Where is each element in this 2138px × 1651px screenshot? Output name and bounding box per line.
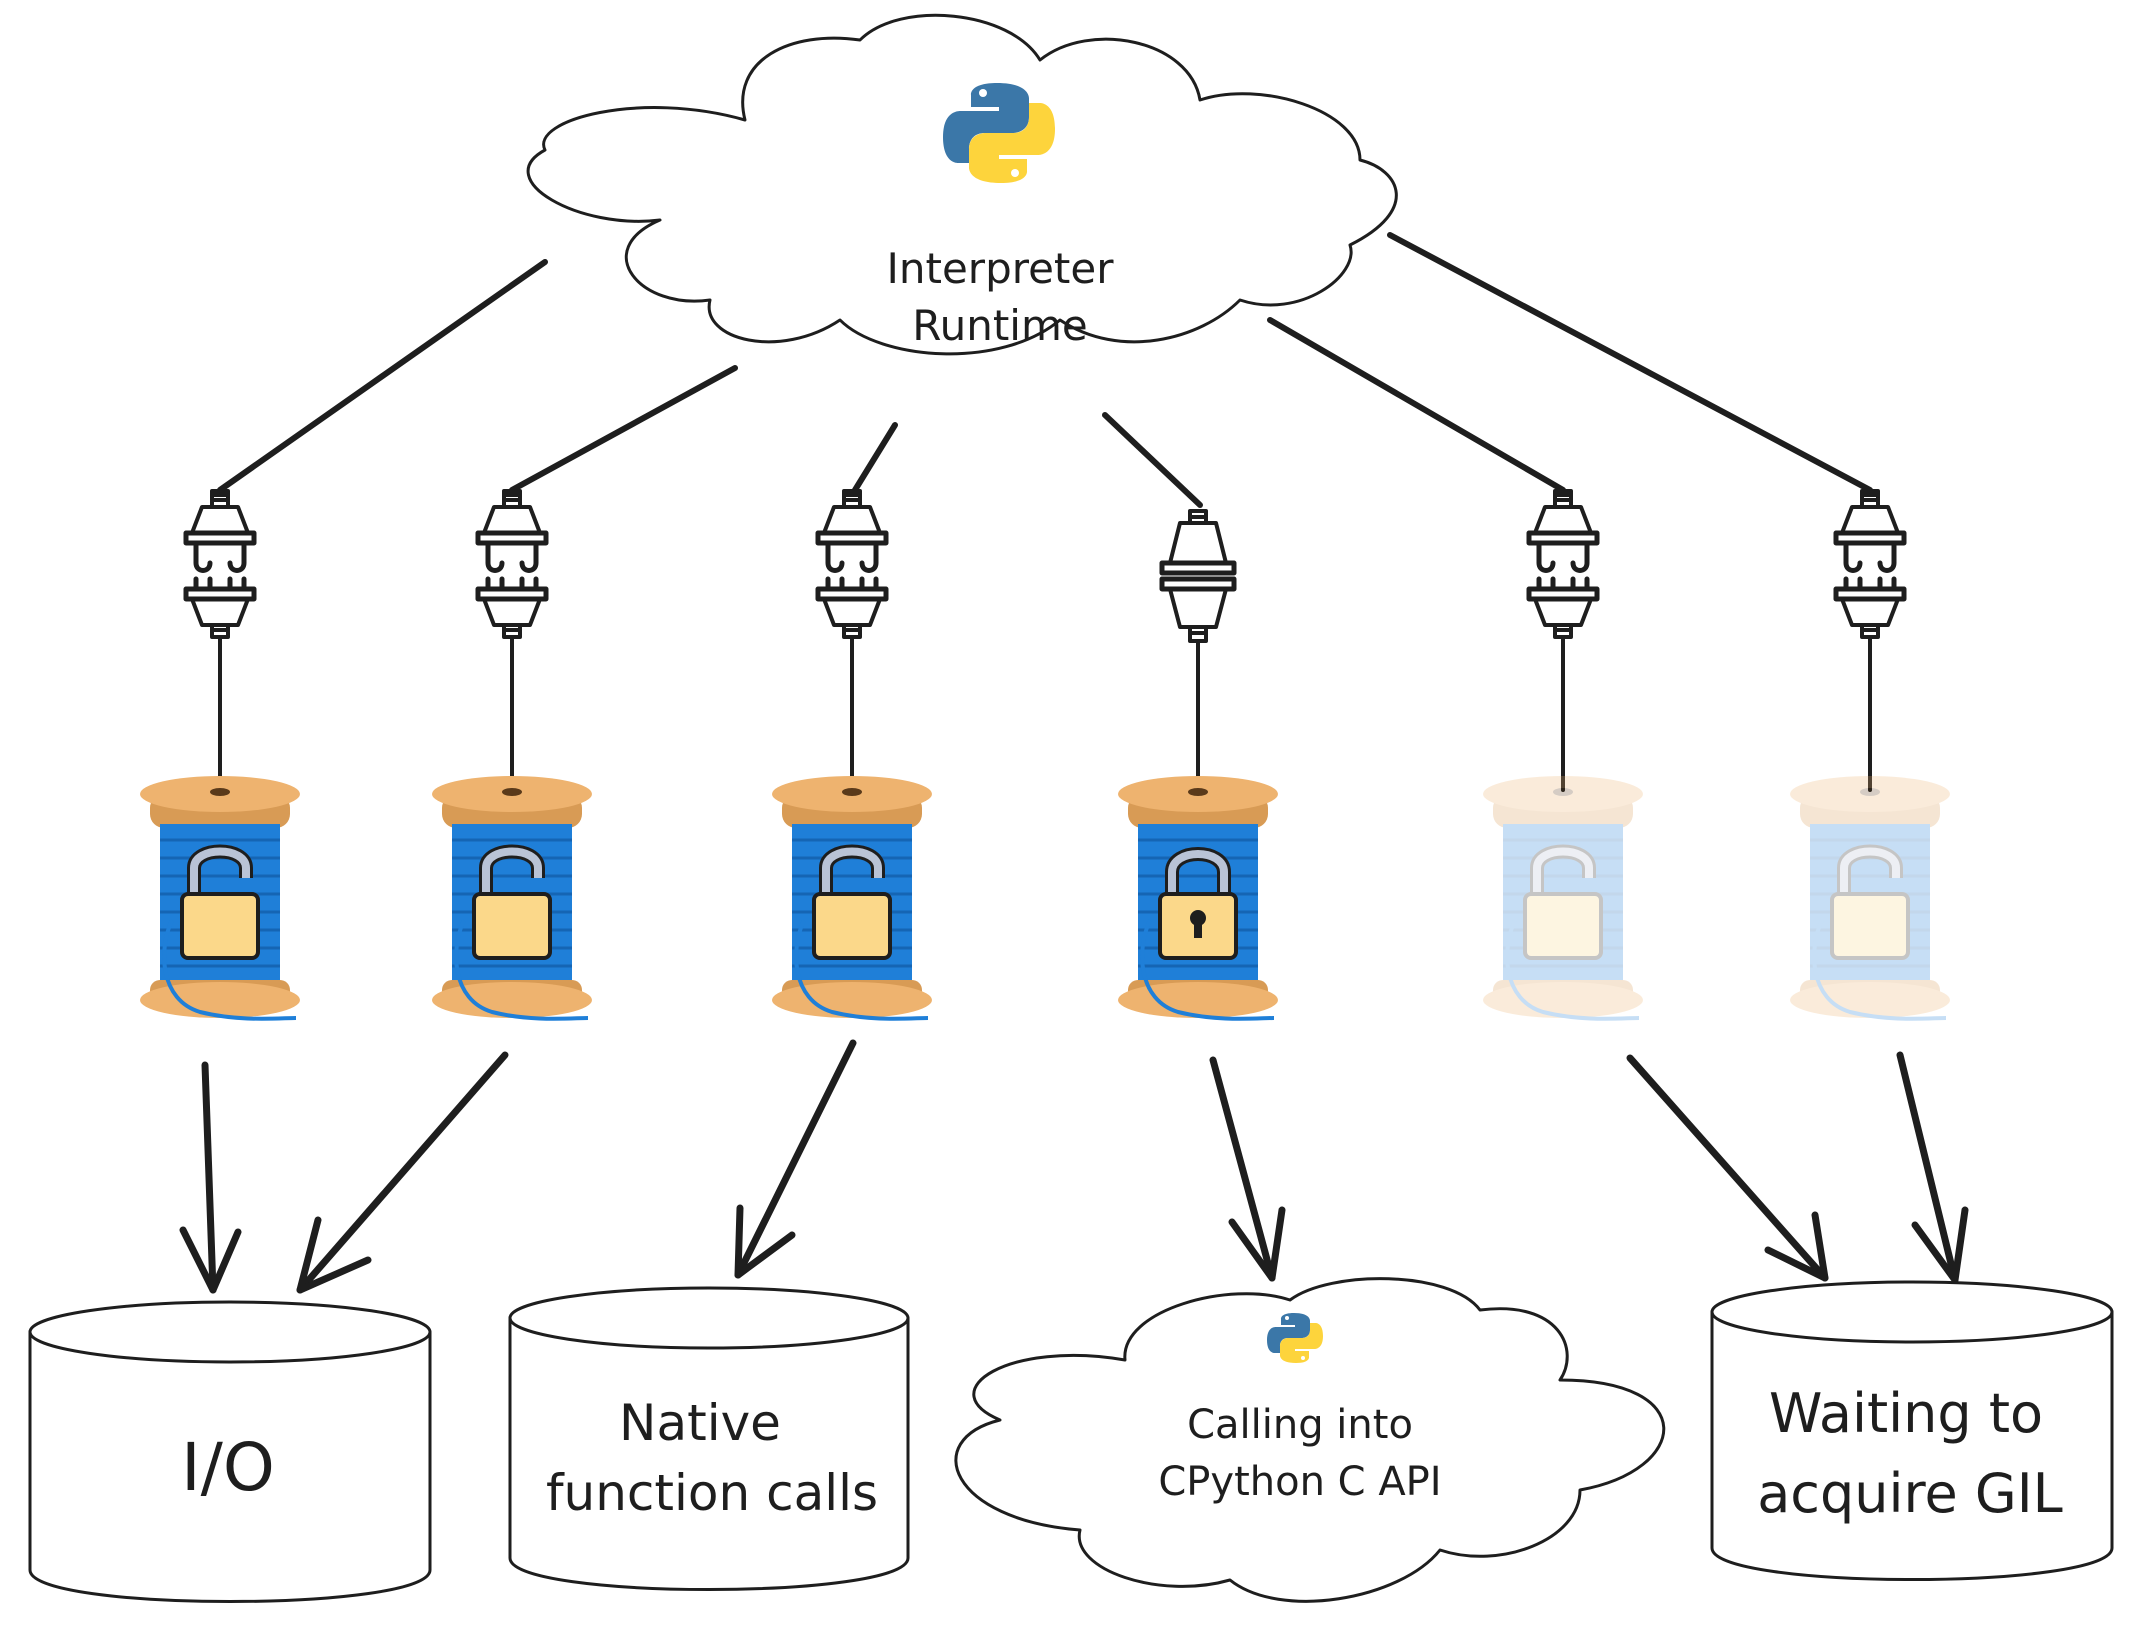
thread-4 — [1116, 511, 1280, 1021]
cable-2 — [509, 365, 738, 493]
thread-5 — [1481, 491, 1645, 1021]
runtime-cables — [217, 232, 1873, 508]
arrow-thread6-gil — [1896, 1051, 1959, 1284]
thread-3 — [770, 491, 934, 1021]
cable-1 — [217, 259, 548, 493]
capi-state-cloud: Calling into CPython C API — [954, 1277, 1666, 1603]
runtime-label-line2: Runtime — [912, 301, 1087, 350]
gil-wait-cylinder: Waiting to acquire GIL — [1710, 1280, 2114, 1581]
interpreter-runtime-cloud: Interpreter Runtime — [526, 13, 1398, 356]
runtime-label-line1: Interpreter — [886, 244, 1114, 293]
arrow-thread4-capi — [1209, 1056, 1276, 1282]
plug-icon — [1529, 491, 1597, 637]
arrow-thread2-io — [296, 1051, 509, 1294]
gil-label-line2: acquire GIL — [1757, 1462, 2063, 1525]
plug-icon — [1836, 491, 1904, 637]
arrow-thread1-io — [201, 1061, 217, 1294]
gil-label-line1: Waiting to — [1769, 1382, 2043, 1445]
plug-icon — [1162, 511, 1234, 641]
thread-2 — [430, 491, 594, 1021]
plug-icon — [186, 491, 254, 637]
native-label-line1: Native — [619, 1394, 781, 1452]
state-arrows — [179, 1039, 1969, 1294]
plug-icon — [478, 491, 546, 637]
plug-icon — [818, 491, 886, 637]
native-label-line2: function calls — [546, 1464, 878, 1522]
arrow-thread5-gil — [1626, 1054, 1829, 1282]
io-state-cylinder: I/O — [28, 1300, 432, 1603]
thread-1 — [138, 491, 302, 1021]
cable-3 — [852, 422, 898, 493]
thread-6 — [1788, 491, 1952, 1021]
python-logo-icon — [1267, 1313, 1323, 1363]
cable-4 — [1102, 412, 1203, 508]
capi-label-line2: CPython C API — [1158, 1459, 1441, 1505]
native-calls-cylinder: Native function calls — [508, 1286, 910, 1591]
capi-label-line1: Calling into — [1187, 1402, 1413, 1448]
python-logo-icon — [943, 83, 1055, 183]
cable-6 — [1387, 232, 1873, 493]
io-label: I/O — [181, 1429, 275, 1506]
arrow-thread3-native — [734, 1039, 857, 1279]
cable-5 — [1267, 317, 1566, 493]
